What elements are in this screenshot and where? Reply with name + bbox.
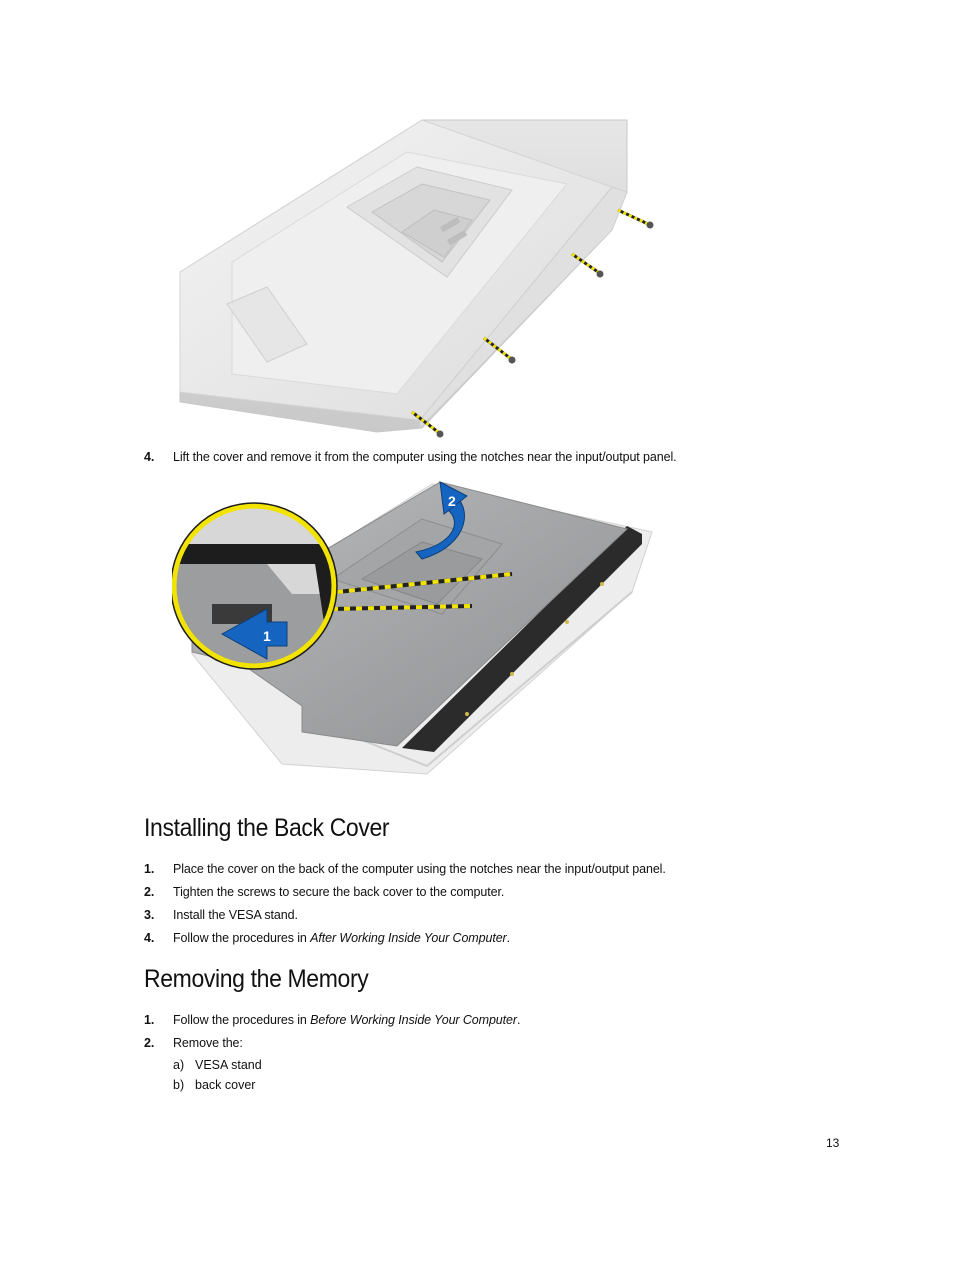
push-arrow-1: 1 — [220, 608, 288, 660]
notch-zoom-callout: 1 — [172, 502, 338, 670]
callout-2-label: 2 — [448, 493, 456, 509]
step-text: Install the VESA stand. — [173, 908, 298, 922]
section-heading-installing-back-cover: Installing the Back Cover — [144, 814, 390, 842]
section-heading-removing-memory: Removing the Memory — [144, 965, 369, 993]
step-text: Remove the: — [173, 1036, 243, 1050]
substep-letter: b) — [173, 1078, 185, 1092]
step-number: 2. — [144, 885, 155, 899]
screw-guide-lines — [411, 208, 654, 438]
step-number: 1. — [144, 1013, 155, 1027]
substep-letter: a) — [173, 1058, 185, 1072]
back-cover-screws-figure — [179, 119, 654, 438]
step-text-before: Follow the procedures in — [173, 931, 311, 945]
step-number: 4. — [144, 450, 155, 464]
step-text: Tighten the screws to secure the back co… — [173, 885, 505, 899]
step-text-after: . — [516, 1013, 521, 1027]
step-number: 4. — [144, 931, 155, 945]
lift-arrow-2: 2 — [415, 481, 468, 560]
procedure-reference-link[interactable]: After Working Inside Your Computer — [310, 931, 507, 945]
substep-text: VESA stand — [195, 1058, 262, 1072]
callout-1-label: 1 — [263, 628, 271, 644]
substep-text: back cover — [195, 1078, 256, 1092]
step-text: Follow the procedures in After Working I… — [173, 930, 510, 946]
step-text-after: . — [506, 931, 510, 945]
page-number: 13 — [826, 1136, 840, 1150]
step-number: 1. — [144, 862, 155, 876]
procedure-reference-link[interactable]: Before Working Inside Your Computer — [310, 1013, 517, 1027]
step-number: 2. — [144, 1036, 155, 1050]
step-text: Place the cover on the back of the compu… — [173, 862, 666, 876]
step-text: Follow the procedures in Before Working … — [173, 1012, 520, 1028]
step-number: 3. — [144, 908, 155, 922]
step-text-before: Follow the procedures in — [173, 1013, 311, 1027]
lift-cover-figure: 2 1 — [172, 481, 653, 775]
step-text: Lift the cover and remove it from the co… — [173, 450, 677, 464]
